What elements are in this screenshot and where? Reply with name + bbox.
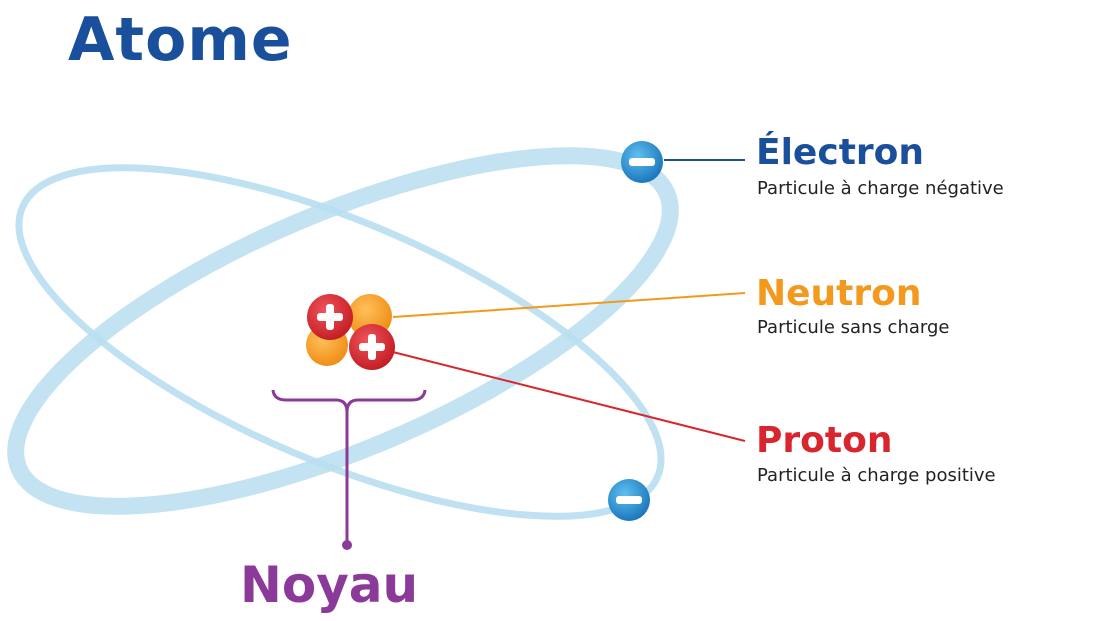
- nucleus-bracket: [271, 389, 427, 550]
- orbit-thin: [15, 164, 665, 520]
- proton-description: Particule à charge positive: [757, 465, 996, 486]
- page-title: Atome: [68, 5, 293, 75]
- neutron-label: Neutron: [756, 273, 922, 314]
- proton-plus-icon: [349, 324, 395, 370]
- electron-description: Particule à charge négative: [757, 178, 1004, 199]
- orbit-thick: [7, 147, 679, 515]
- neutron-description: Particule sans charge: [757, 317, 950, 338]
- nucleus-label: Noyau: [240, 556, 419, 614]
- proton-plus-icon: [307, 294, 353, 340]
- nucleus-icon: [306, 294, 395, 370]
- proton-leader-line: [384, 349, 746, 442]
- neutron-leader-line: [392, 292, 746, 318]
- proton-label: Proton: [756, 420, 893, 461]
- electron-bottom-icon: [608, 479, 650, 521]
- electron-label: Électron: [756, 132, 925, 173]
- electron-top-icon: [621, 141, 663, 183]
